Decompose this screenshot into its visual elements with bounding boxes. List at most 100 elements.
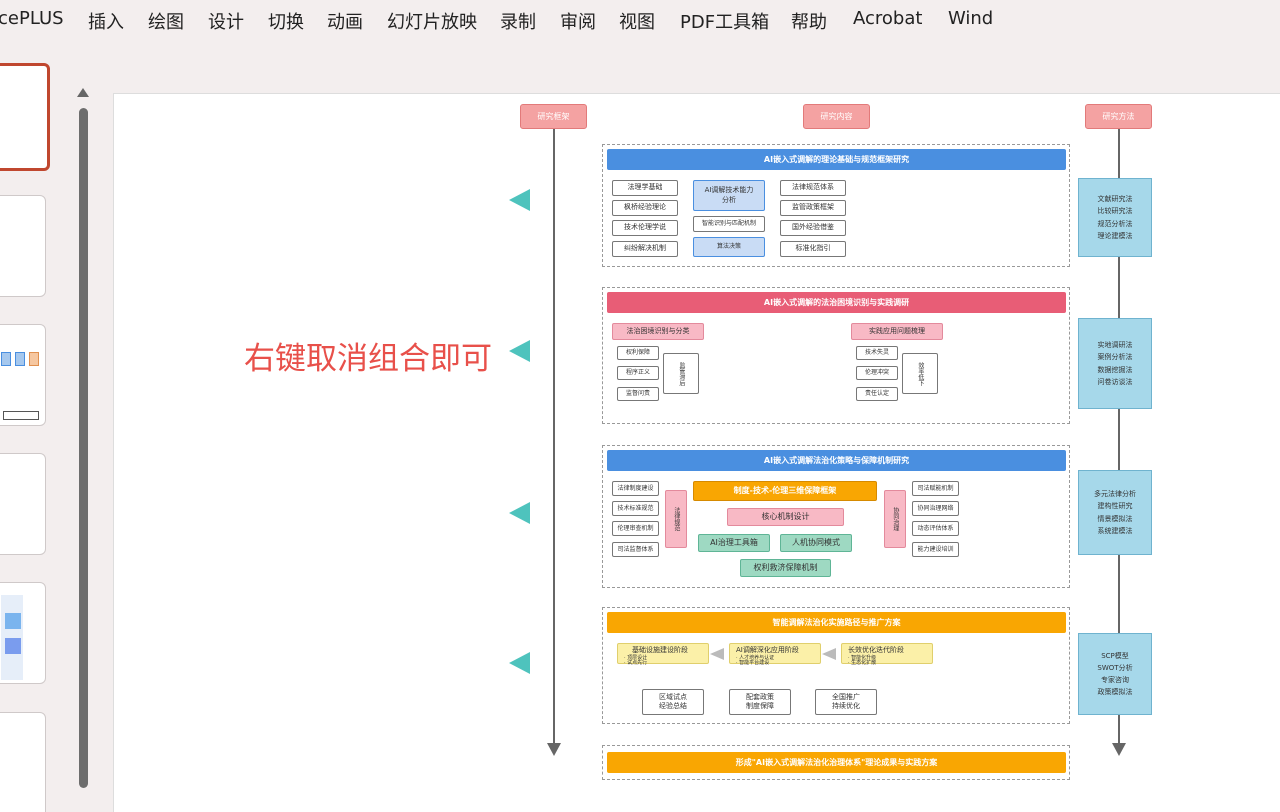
s1-right-item: 法律规范体系 — [780, 180, 846, 196]
s4-stage-1-head: 基础设施建设阶段 — [632, 646, 688, 654]
slide-thumbnail-2[interactable] — [0, 195, 46, 297]
method-item: 案例分析法 — [1097, 353, 1133, 362]
method-item: SWOT分析 — [1097, 663, 1133, 672]
s3-center-top: 制度-技术-伦理三维保障框架 — [693, 481, 877, 501]
s4-bottom-item: 配套政策 制度保障 — [729, 689, 791, 715]
menu-pdf-tools[interactable]: PDF工具箱 — [680, 12, 770, 33]
menu-slideshow[interactable]: 幻灯片放映 — [387, 12, 477, 33]
s3-left-item: 司法监督体系 — [612, 542, 659, 557]
method-box-1: 文献研究法 比较研究法 规范分析法 理论建模法 — [1078, 178, 1152, 257]
method-item: 比较研究法 — [1097, 207, 1133, 216]
s4-stage-3: 长效优化迭代阶段 · 智能化升级 · 生态化扩散 — [841, 643, 933, 666]
s3-right-item: 动态评估体系 — [912, 521, 959, 536]
s2-left-item: 监督问责 — [617, 387, 659, 401]
s2-left-head: 法治困境识别与分类 — [612, 323, 704, 340]
s3-center-b: 人机协同模式 — [780, 534, 852, 552]
menu-bar: cePLUS 插入 绘图 设计 切换 动画 幻灯片放映 录制 审阅 视图 PDF… — [0, 0, 1280, 42]
method-box-4: SCP模型 SWOT分析 专家咨询 政策模拟法 — [1078, 633, 1152, 715]
section-5-title: 形成"AI嵌入式调解法治化治理体系"理论成果与实践方案 — [607, 752, 1066, 773]
s2-left-vertical: 监管滞后 — [663, 353, 699, 394]
section-4-title: 智能调解法治化实施路径与推广方案 — [607, 612, 1066, 633]
method-box-2: 实地调研法 案例分析法 数据挖掘法 问卷访谈法 — [1078, 318, 1152, 409]
header-content: 研究内容 — [803, 104, 870, 129]
slide-thumbnail-4[interactable] — [0, 453, 46, 555]
menu-review[interactable]: 审阅 — [560, 12, 596, 33]
s1-center-item: AI调解技术能力分析 — [693, 180, 765, 211]
s3-right-item: 司法赋能机制 — [912, 481, 959, 496]
method-arrow-line — [1118, 129, 1120, 745]
s2-left-item: 程序正义 — [617, 366, 659, 380]
s1-right-item: 监管政策框架 — [780, 200, 846, 216]
slide-thumbnail-3[interactable] — [0, 324, 46, 426]
menu-draw[interactable]: 绘图 — [148, 12, 184, 33]
slide-thumbnails-pane — [0, 42, 96, 812]
arrow-left-icon — [710, 648, 724, 660]
slide-thumbnail-5[interactable] — [0, 582, 46, 684]
s3-left-item: 伦理审查机制 — [612, 521, 659, 536]
s4-stage-2-item: · 人才培养与认证 — [736, 655, 775, 662]
menu-view[interactable]: 视图 — [619, 12, 655, 33]
menu-animations[interactable]: 动画 — [327, 12, 363, 33]
s2-right-head: 实践应用问题梳理 — [851, 323, 943, 340]
s1-right-item: 标准化指引 — [780, 241, 846, 257]
scrollbar-thumb[interactable] — [79, 108, 88, 788]
slide-thumbnail-6[interactable] — [0, 712, 46, 812]
menu-design[interactable]: 设计 — [208, 12, 244, 33]
menu-acrobat[interactable]: Acrobat — [853, 8, 923, 29]
menu-transitions[interactable]: 切换 — [268, 12, 304, 33]
s1-left-item: 枫桥经验理论 — [612, 200, 678, 216]
section-1-container — [602, 144, 1070, 267]
s2-right-item: 伦理冲突 — [856, 366, 898, 380]
menu-insert[interactable]: 插入 — [88, 12, 124, 33]
method-box-3: 多元法律分析 建构性研究 情景模拟法 系统建模法 — [1078, 470, 1152, 555]
s3-center-a: AI治理工具箱 — [698, 534, 770, 552]
s3-left-item: 法律制度建设 — [612, 481, 659, 496]
section-3-title: AI嵌入式调解法治化策略与保障机制研究 — [607, 450, 1066, 471]
thumbnail-scrollbar[interactable] — [77, 88, 89, 792]
method-item: 情景模拟法 — [1097, 514, 1133, 523]
slide-thumbnail-1[interactable] — [0, 63, 50, 171]
section-2-container — [602, 287, 1070, 424]
section-2-title: AI嵌入式调解的法治困境识别与实践调研 — [607, 292, 1066, 313]
menu-help[interactable]: 帮助 — [791, 12, 827, 33]
s2-left-item: 权利保障 — [617, 346, 659, 360]
method-item: 规范分析法 — [1097, 219, 1133, 228]
s4-stage-2: AI调解深化应用阶段 · 人才培养与认证 · 智能平台建设 — [729, 643, 821, 666]
method-item: SCP模型 — [1101, 651, 1129, 660]
s4-stage-1-item: · 试点先行 — [624, 659, 648, 666]
section-4-container — [602, 607, 1070, 724]
teal-triangle-icon — [509, 502, 530, 524]
s1-center-item: 智能识别与匹配机制 — [693, 216, 765, 232]
s4-stage-3-item: · 生态化扩散 — [848, 659, 877, 666]
s4-stage-2-head: AI调解深化应用阶段 — [736, 646, 799, 654]
s1-center-item: 算法决策 — [693, 237, 765, 257]
s4-stage-3-head: 长效优化迭代阶段 — [848, 646, 904, 654]
s3-left-item: 技术标准规范 — [612, 501, 659, 516]
teal-triangle-icon — [509, 189, 530, 211]
s4-stage-2-item: · 智能平台建设 — [736, 659, 770, 666]
menu-officeplus[interactable]: cePLUS — [0, 8, 64, 29]
method-item: 建构性研究 — [1097, 502, 1133, 511]
framework-arrow-line — [553, 129, 555, 745]
s1-right-item: 国外经验借鉴 — [780, 220, 846, 236]
teal-triangle-icon — [509, 340, 530, 362]
menu-wind[interactable]: Wind — [948, 8, 994, 29]
s4-stage-1: 基础设施建设阶段 · 顶层设计 · 试点先行 — [617, 643, 709, 666]
header-method: 研究方法 — [1085, 104, 1152, 129]
method-item: 问卷访谈法 — [1097, 377, 1133, 386]
s4-stage-1-item: · 顶层设计 — [624, 655, 648, 662]
menu-record[interactable]: 录制 — [500, 12, 536, 33]
arrow-down-icon — [547, 743, 561, 756]
annotation-note: 右键取消组合即可 — [244, 341, 492, 377]
method-item: 专家咨询 — [1101, 676, 1129, 684]
s3-center-c: 权利救济保障机制 — [740, 559, 831, 577]
scroll-up-arrow-icon[interactable] — [77, 88, 89, 97]
s4-stage-3-item: · 智能化升级 — [848, 655, 877, 662]
method-item: 理论建模法 — [1097, 231, 1133, 240]
header-framework: 研究框架 — [520, 104, 587, 129]
section-3-container — [602, 445, 1070, 588]
s4-bottom-item: 全国推广 持续优化 — [815, 689, 877, 715]
s1-left-item: 技术伦理学说 — [612, 220, 678, 236]
s1-left-item: 法理学基础 — [612, 180, 678, 196]
s4-bottom-item: 区域试点 经验总结 — [642, 689, 704, 715]
